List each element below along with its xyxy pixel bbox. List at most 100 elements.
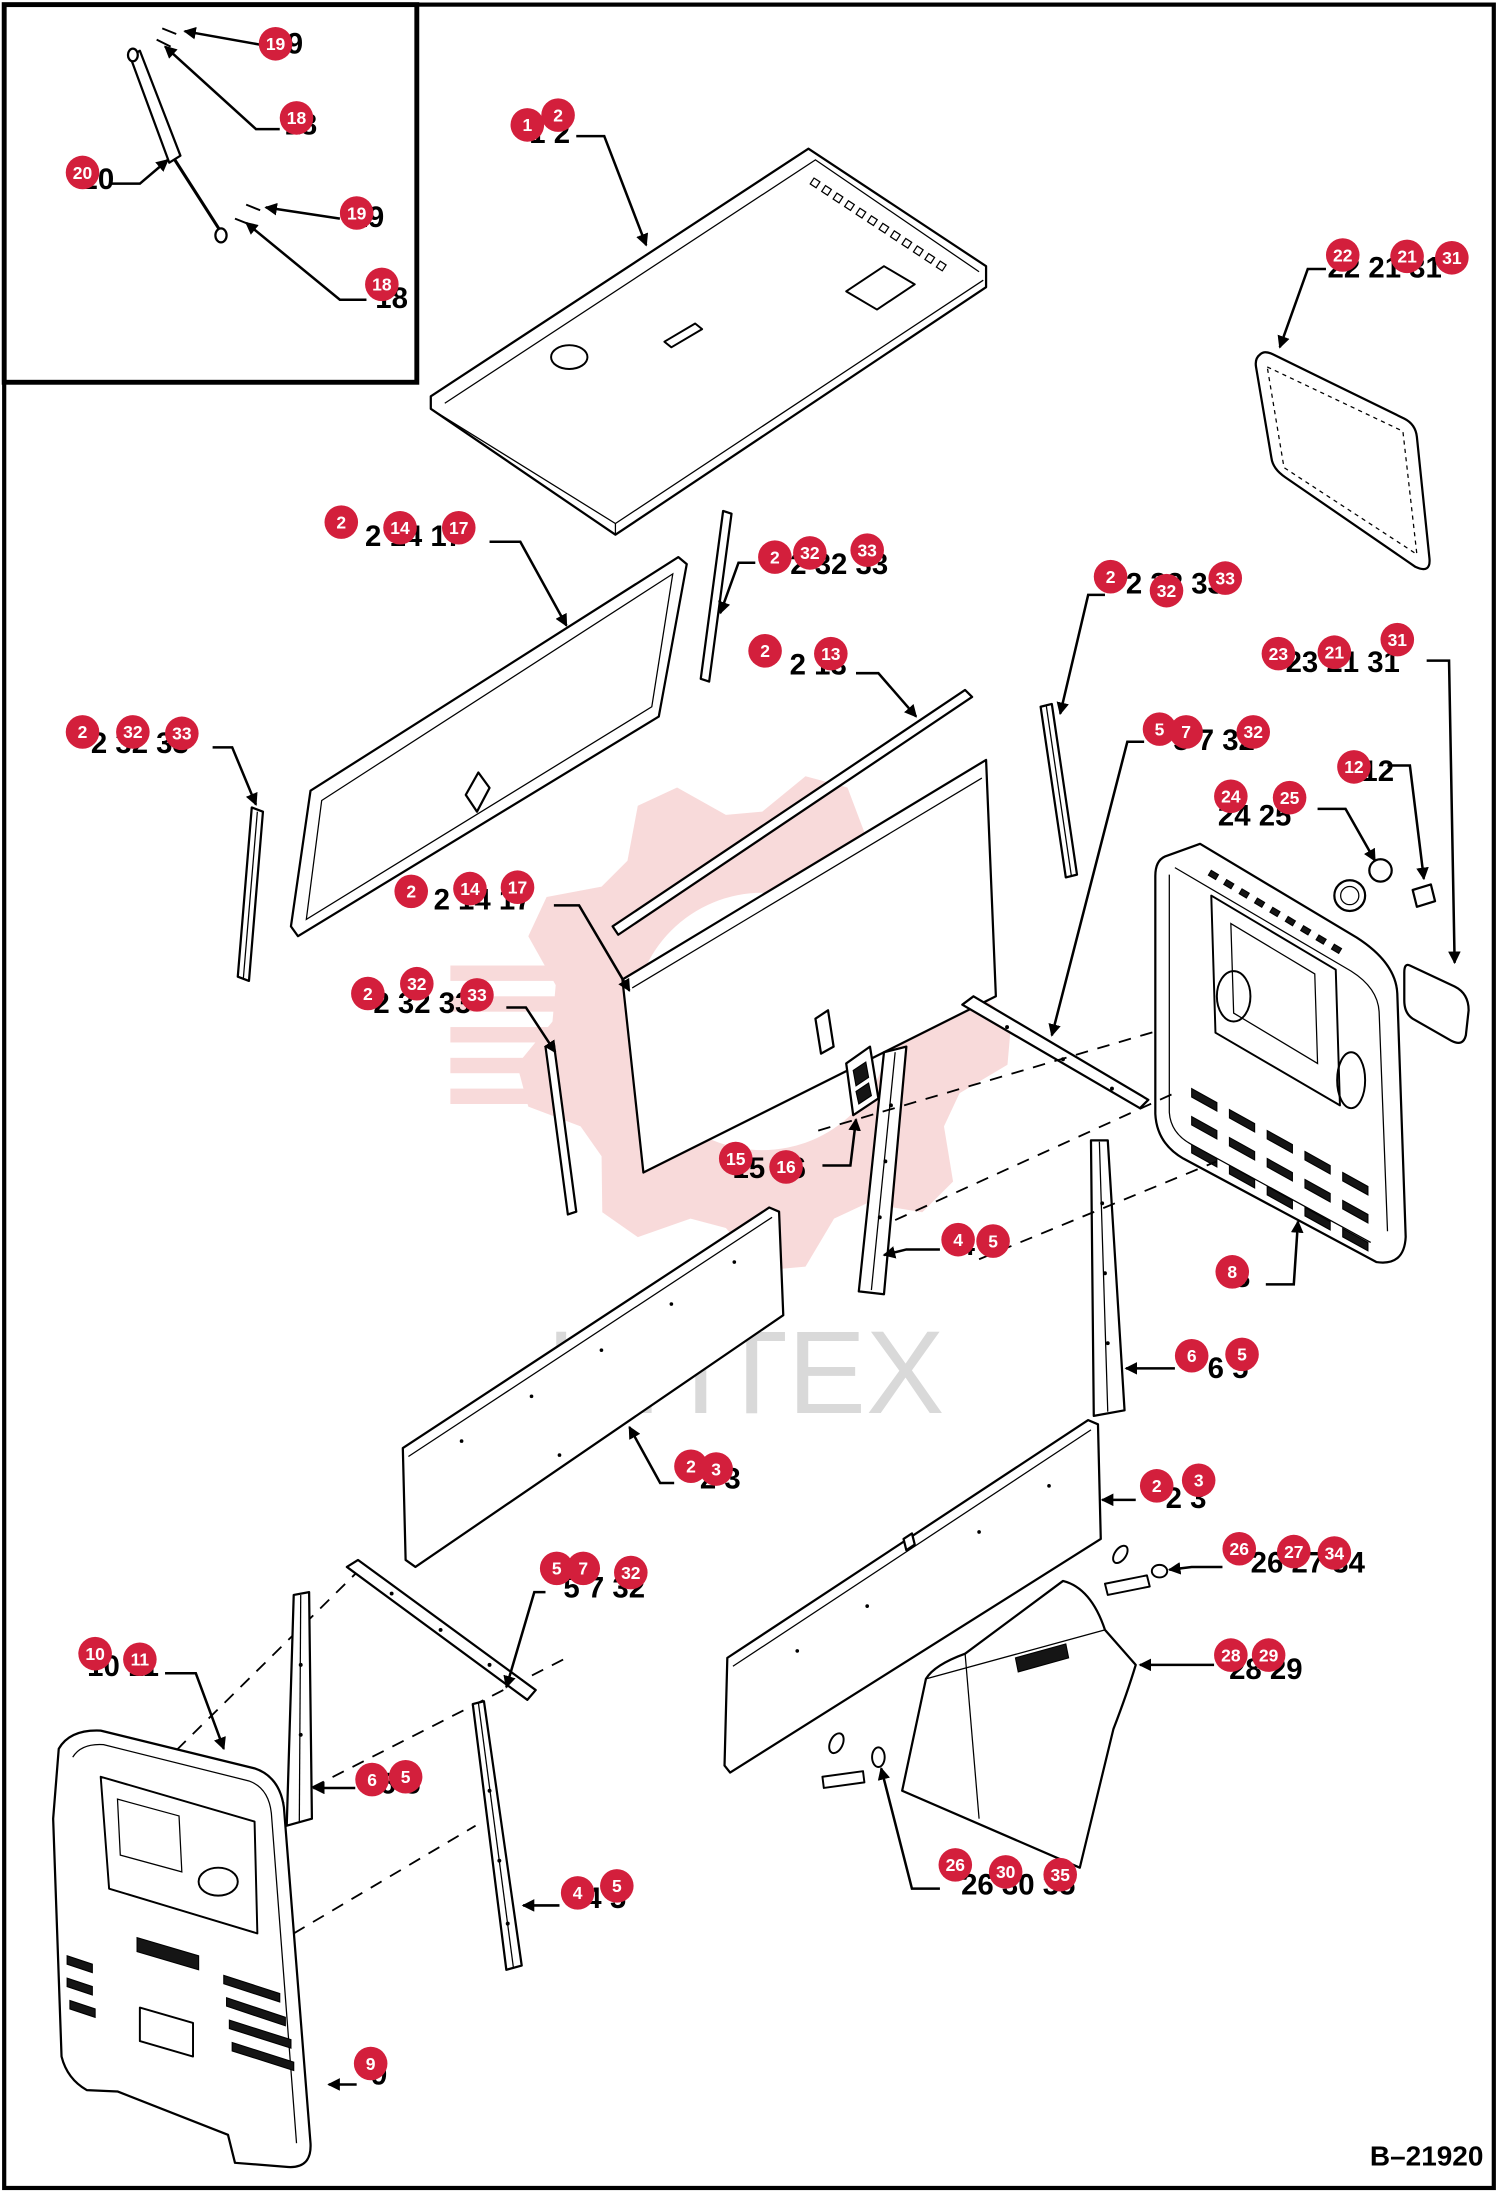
vent-slot (820, 184, 833, 197)
callout-circle (1169, 715, 1203, 749)
grille-slot (1342, 1227, 1369, 1252)
callout-number: 2 (78, 722, 88, 742)
callout-circle (165, 716, 199, 751)
callout-number: 32 (1244, 722, 1264, 742)
watermark-stripe (450, 1027, 582, 1043)
callout-number: 2 (770, 547, 780, 567)
callout-marker: 26 (1222, 1531, 1257, 1566)
callout-marker: 30 (988, 1855, 1023, 1889)
callout-marker: 5 (539, 1551, 574, 1586)
callout-number: 32 (407, 974, 427, 994)
vent-slot (1284, 915, 1297, 927)
callout-marker: 1 (510, 108, 545, 142)
callout-circle (941, 1222, 975, 1257)
front-frame (52, 1729, 312, 2169)
callout-number: 5 (612, 1876, 622, 1896)
callout-circle (748, 634, 782, 668)
callout-marker: 32 (793, 536, 827, 570)
callout-marker: 35 (1043, 1857, 1077, 1892)
vent-slot (832, 192, 844, 204)
callout-circle (339, 196, 374, 230)
callout-number: 5 (401, 1767, 411, 1787)
callout-circle (976, 1224, 1010, 1258)
callout-marker: 6 (1174, 1338, 1209, 1373)
callout-number: 23 (1269, 644, 1289, 664)
callout-number: 29 (1259, 1645, 1279, 1665)
vent-slot (878, 222, 890, 234)
callout-circle (510, 108, 545, 142)
vent-slot (866, 214, 879, 227)
callout-number: 30 (996, 1862, 1015, 1882)
callout-marker: 2 (65, 715, 100, 749)
callout-marker: 11 (123, 1642, 157, 1677)
callout-number: 34 (1325, 1543, 1345, 1563)
callout-circle (850, 533, 884, 567)
upper-side-frame-panel (289, 555, 688, 938)
callout-number: 18 (372, 275, 392, 295)
callout-circle (1435, 241, 1469, 275)
callout-marker: 33 (850, 533, 884, 567)
callout-circle (279, 101, 314, 135)
post-lower-left (285, 1591, 314, 1827)
callout-circle (65, 155, 100, 190)
fender-cover (901, 1579, 1137, 1869)
callout-number: 11 (131, 1650, 150, 1670)
watermark-stripe (450, 965, 605, 981)
leader-lines (165, 134, 1461, 2091)
rear-frame-grille (1191, 1087, 1369, 1252)
watermark-stripe (450, 1057, 571, 1074)
callout-circle (1317, 1536, 1352, 1570)
callout-number: 2 (363, 984, 373, 1004)
callout-number: 17 (449, 518, 468, 538)
ball-stud-clip (234, 203, 261, 226)
vent-slot (901, 237, 913, 250)
grille-slot (1304, 1150, 1331, 1175)
callout-number: 33 (172, 724, 192, 744)
callout-number: 35 (1050, 1865, 1070, 1885)
callout-circle (1337, 750, 1371, 784)
callout-circle (1174, 1338, 1209, 1373)
callout-circle (1222, 1531, 1257, 1566)
callout-number: 26 (946, 1855, 966, 1875)
callout-number: 14 (460, 879, 480, 899)
callout-number: 1 (522, 115, 532, 135)
callout-circle (388, 1759, 423, 1794)
grille-slot (1228, 1108, 1256, 1133)
callout-marker: 4 (560, 1876, 595, 1910)
callout-marker: 32 (400, 966, 434, 1001)
callout-circle (793, 536, 827, 570)
callout-circle (394, 874, 428, 909)
callout-circle (566, 1551, 601, 1586)
callout-marker: 9 (353, 2046, 388, 2081)
rear-frame-vent-row (1207, 869, 1343, 955)
callout-marker: 32 (614, 1555, 648, 1590)
callout-marker: 2 (748, 634, 782, 668)
callout-marker: 34 (1317, 1536, 1352, 1570)
callout-marker: 25 (1272, 780, 1307, 815)
plug (1368, 858, 1393, 883)
callout-number: 2 (406, 882, 416, 902)
callout-circle (441, 510, 476, 545)
vent-slot (1315, 934, 1327, 945)
roof-vent-row (809, 177, 947, 272)
callout-number: 2 (686, 1457, 696, 1477)
gas-strut-cylinder (128, 49, 182, 164)
callout-circle (355, 1762, 389, 1797)
callout-number: 32 (800, 543, 820, 563)
callout-marker: 28 (1214, 1638, 1248, 1672)
post-lower-right (471, 1700, 523, 1971)
callout-circle (699, 1452, 733, 1486)
callout-marker: 3 (699, 1452, 733, 1486)
roof-access-opening (845, 265, 916, 311)
callout-number: 31 (1442, 248, 1462, 268)
callout-circle (1208, 561, 1243, 595)
callout-marker: 12 (1337, 750, 1371, 784)
gas-strut-rod (173, 159, 221, 231)
callout-circle (1214, 779, 1248, 814)
watermark-stripe (450, 1088, 560, 1104)
callout-circle (718, 1141, 753, 1176)
callout-marker: 33 (1208, 561, 1243, 595)
callout-number: 33 (1216, 568, 1236, 588)
